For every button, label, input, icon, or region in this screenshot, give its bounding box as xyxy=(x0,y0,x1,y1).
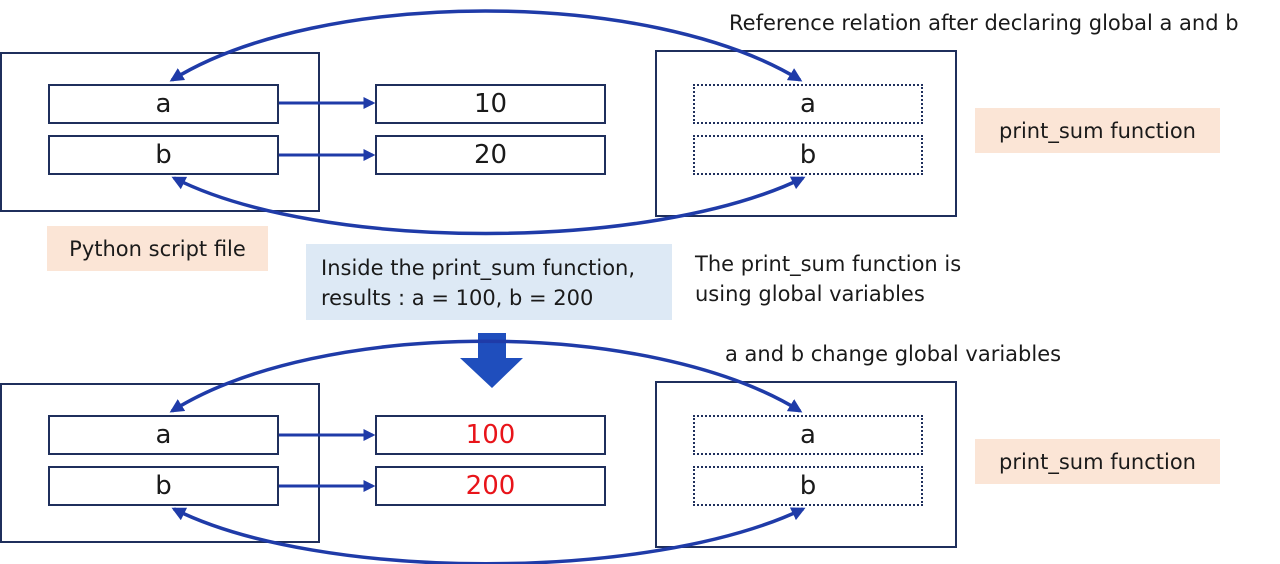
bottom-function-label: print_sum function xyxy=(975,439,1220,484)
top-caption: Reference relation after declaring globa… xyxy=(729,11,1239,35)
bottom-func-var-a: a xyxy=(693,415,923,455)
bottom-script-var-a: a xyxy=(48,415,279,455)
bottom-func-var-b: b xyxy=(693,466,923,506)
bottom-script-frame xyxy=(0,383,320,543)
top-value-b: 20 xyxy=(375,135,606,175)
top-function-frame xyxy=(655,50,957,217)
down-arrow-icon xyxy=(460,333,523,388)
top-value-a: 10 xyxy=(375,84,606,124)
bottom-function-frame xyxy=(655,381,957,548)
result-note: Inside the print_sum function, results :… xyxy=(306,244,672,320)
using-globals-note: The print_sum function is using global v… xyxy=(695,252,962,306)
top-func-var-b: b xyxy=(693,135,923,175)
bottom-value-a: 100 xyxy=(375,415,606,455)
top-function-label: print_sum function xyxy=(975,108,1220,153)
top-script-frame xyxy=(0,52,320,212)
bottom-caption: a and b change global variables xyxy=(725,342,1062,366)
top-func-var-a: a xyxy=(693,84,923,124)
top-script-var-b: b xyxy=(48,135,279,175)
bottom-value-b: 200 xyxy=(375,466,606,506)
bottom-script-var-b: b xyxy=(48,466,279,506)
script-file-label: Python script file xyxy=(47,226,268,271)
top-script-var-a: a xyxy=(48,84,279,124)
